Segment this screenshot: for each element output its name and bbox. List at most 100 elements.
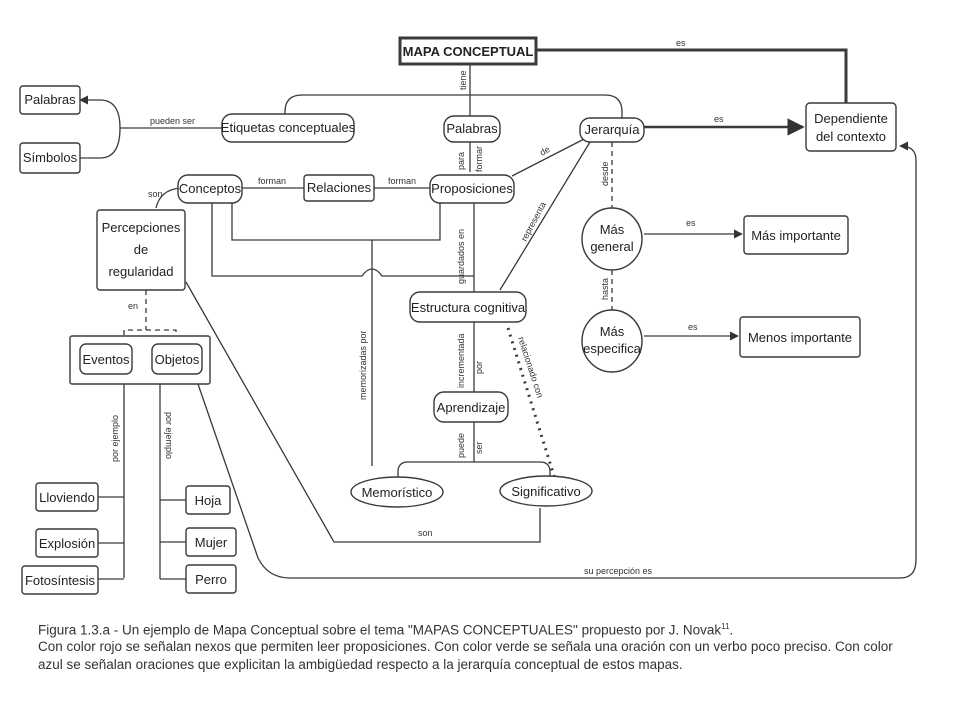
label-son-left: son: [148, 189, 163, 199]
bracket-puede-ser: [397, 461, 551, 478]
node-menos-importante: Menos importante: [748, 330, 852, 345]
node-box-memoristico: [350, 476, 444, 508]
node-mas-importante: Más importante: [751, 228, 841, 243]
node-box-aprendizaje: [433, 391, 509, 423]
label-su-percepcion-es: su percepción es: [584, 566, 653, 576]
node-aprendizaje: Aprendizaje: [437, 400, 506, 415]
label-guardados-en: guardados en: [456, 229, 466, 284]
label-pueden-ser: pueden ser: [150, 116, 195, 126]
figure-caption-line2: Con color rojo se señalan nexos que perm…: [38, 639, 893, 654]
label-es-top: es: [676, 38, 686, 48]
node-significativo: Significativo: [511, 484, 580, 499]
node-shapes: [19, 36, 897, 595]
node-box-lloviendo: [35, 482, 99, 512]
node-box-eventos: [79, 343, 133, 375]
node-box-palabras-left: [19, 85, 81, 115]
node-perro: Perro: [195, 572, 227, 587]
node-memoristico: Memorístico: [362, 485, 433, 500]
node-box-mas-general: [581, 207, 643, 271]
label-tiene: tiene: [458, 70, 468, 90]
node-objetos: Objetos: [155, 352, 200, 367]
node-dependiente-line2: del contexto: [816, 129, 886, 144]
label-por-ejemplo-1: por ejemplo: [110, 415, 120, 462]
node-box-fotosintesis: [21, 565, 99, 595]
link-conceptos-estructura: [211, 203, 474, 277]
caption-footnote-ref: 11: [721, 622, 730, 631]
node-percepciones-line1: Percepciones: [102, 220, 181, 235]
connector-lines: [79, 48, 917, 580]
node-explosion: Explosión: [39, 536, 95, 551]
node-estructura-cognitiva: Estructura cognitiva: [411, 300, 526, 315]
node-box-palabras-mid: [443, 115, 501, 143]
node-box-mas-especifica: [581, 309, 643, 373]
link-mapa-dependiente: [536, 48, 848, 103]
label-representa: representa: [519, 200, 548, 243]
label-para: para: [456, 152, 466, 170]
node-box-significativo: [499, 475, 593, 507]
link-to-simbolos: [80, 127, 121, 159]
link-conceptos-guardados: [231, 203, 441, 241]
node-box-dependiente: [805, 102, 897, 152]
label-puede: puede: [456, 433, 466, 458]
node-hoja: Hoja: [195, 493, 223, 508]
label-forman-2: forman: [388, 176, 416, 186]
label-ser: ser: [474, 441, 484, 454]
figure-caption-line1: Figura 1.3.a - Un ejemplo de Mapa Concep…: [38, 618, 733, 640]
figure-caption-line3: azul se señalan oraciones que explicitan…: [38, 657, 683, 672]
node-box-relaciones: [303, 174, 375, 202]
node-box-estructura: [409, 291, 527, 323]
label-incrementada: incrementada: [456, 333, 466, 388]
link-de: [511, 135, 591, 177]
node-mas-general-line2: general: [590, 239, 633, 254]
node-mas-especifica-line2: especifica: [583, 341, 642, 356]
node-fotosintesis: Fotosíntesis: [25, 573, 96, 588]
node-box-percepciones: [96, 209, 186, 291]
label-es-especifica: es: [688, 322, 698, 332]
node-palabras-left: Palabras: [24, 92, 76, 107]
node-box-perro: [185, 564, 237, 594]
link-su-percepcion: [197, 141, 917, 579]
node-box-objetos: [151, 343, 203, 375]
node-mas-general-line1: Más: [600, 222, 625, 237]
node-percepciones-line3: regularidad: [108, 264, 173, 279]
node-lloviendo: Lloviendo: [39, 490, 95, 505]
node-box-jerarquia: [579, 117, 645, 143]
label-relacionado-con: relacionado con: [516, 336, 545, 400]
label-desde: desde: [600, 161, 610, 186]
label-es-jerarquia: es: [714, 114, 724, 124]
label-memorizadas-por: memorizadas por: [358, 330, 368, 400]
label-es-general: es: [686, 218, 696, 228]
node-box-menos-importante: [739, 316, 861, 358]
link-son-percepciones: [155, 187, 181, 209]
node-percepciones-line2: de: [134, 242, 148, 257]
label-forman-1: forman: [258, 176, 286, 186]
node-box-mapa: [398, 36, 538, 66]
bracket-tiene: [284, 94, 623, 118]
label-hasta: hasta: [600, 278, 610, 300]
node-simbolos: Símbolos: [23, 150, 78, 165]
caption-title: Figura 1.3.a - Un ejemplo de Mapa Concep…: [38, 622, 722, 638]
node-mujer: Mujer: [195, 535, 228, 550]
node-box-explosion: [35, 528, 99, 558]
node-box-conceptos: [177, 174, 243, 204]
label-formar: formar: [474, 146, 484, 172]
node-box-mas-importante: [743, 215, 849, 255]
node-relaciones: Relaciones: [307, 180, 372, 195]
link-relacionado-con: [506, 327, 556, 477]
node-box-mujer: [185, 527, 237, 557]
label-son-bottom: son: [418, 528, 433, 538]
node-palabras-mid: Palabras: [446, 121, 498, 136]
node-dependiente-line1: Dependiente: [814, 111, 888, 126]
node-box-hoja: [185, 485, 231, 515]
label-en: en: [128, 301, 138, 311]
node-mapa-conceptual: MAPA CONCEPTUAL: [403, 44, 534, 59]
node-box-simbolos: [19, 142, 81, 174]
label-por-incrementada: por: [474, 361, 484, 374]
node-etiquetas-conceptuales: Etiquetas conceptuales: [221, 120, 356, 135]
caption-period: .: [729, 622, 734, 638]
link-son-bottom: [185, 281, 541, 543]
link-to-palabras-left: [79, 95, 121, 129]
node-jerarquia: Jerarquía: [585, 122, 641, 137]
